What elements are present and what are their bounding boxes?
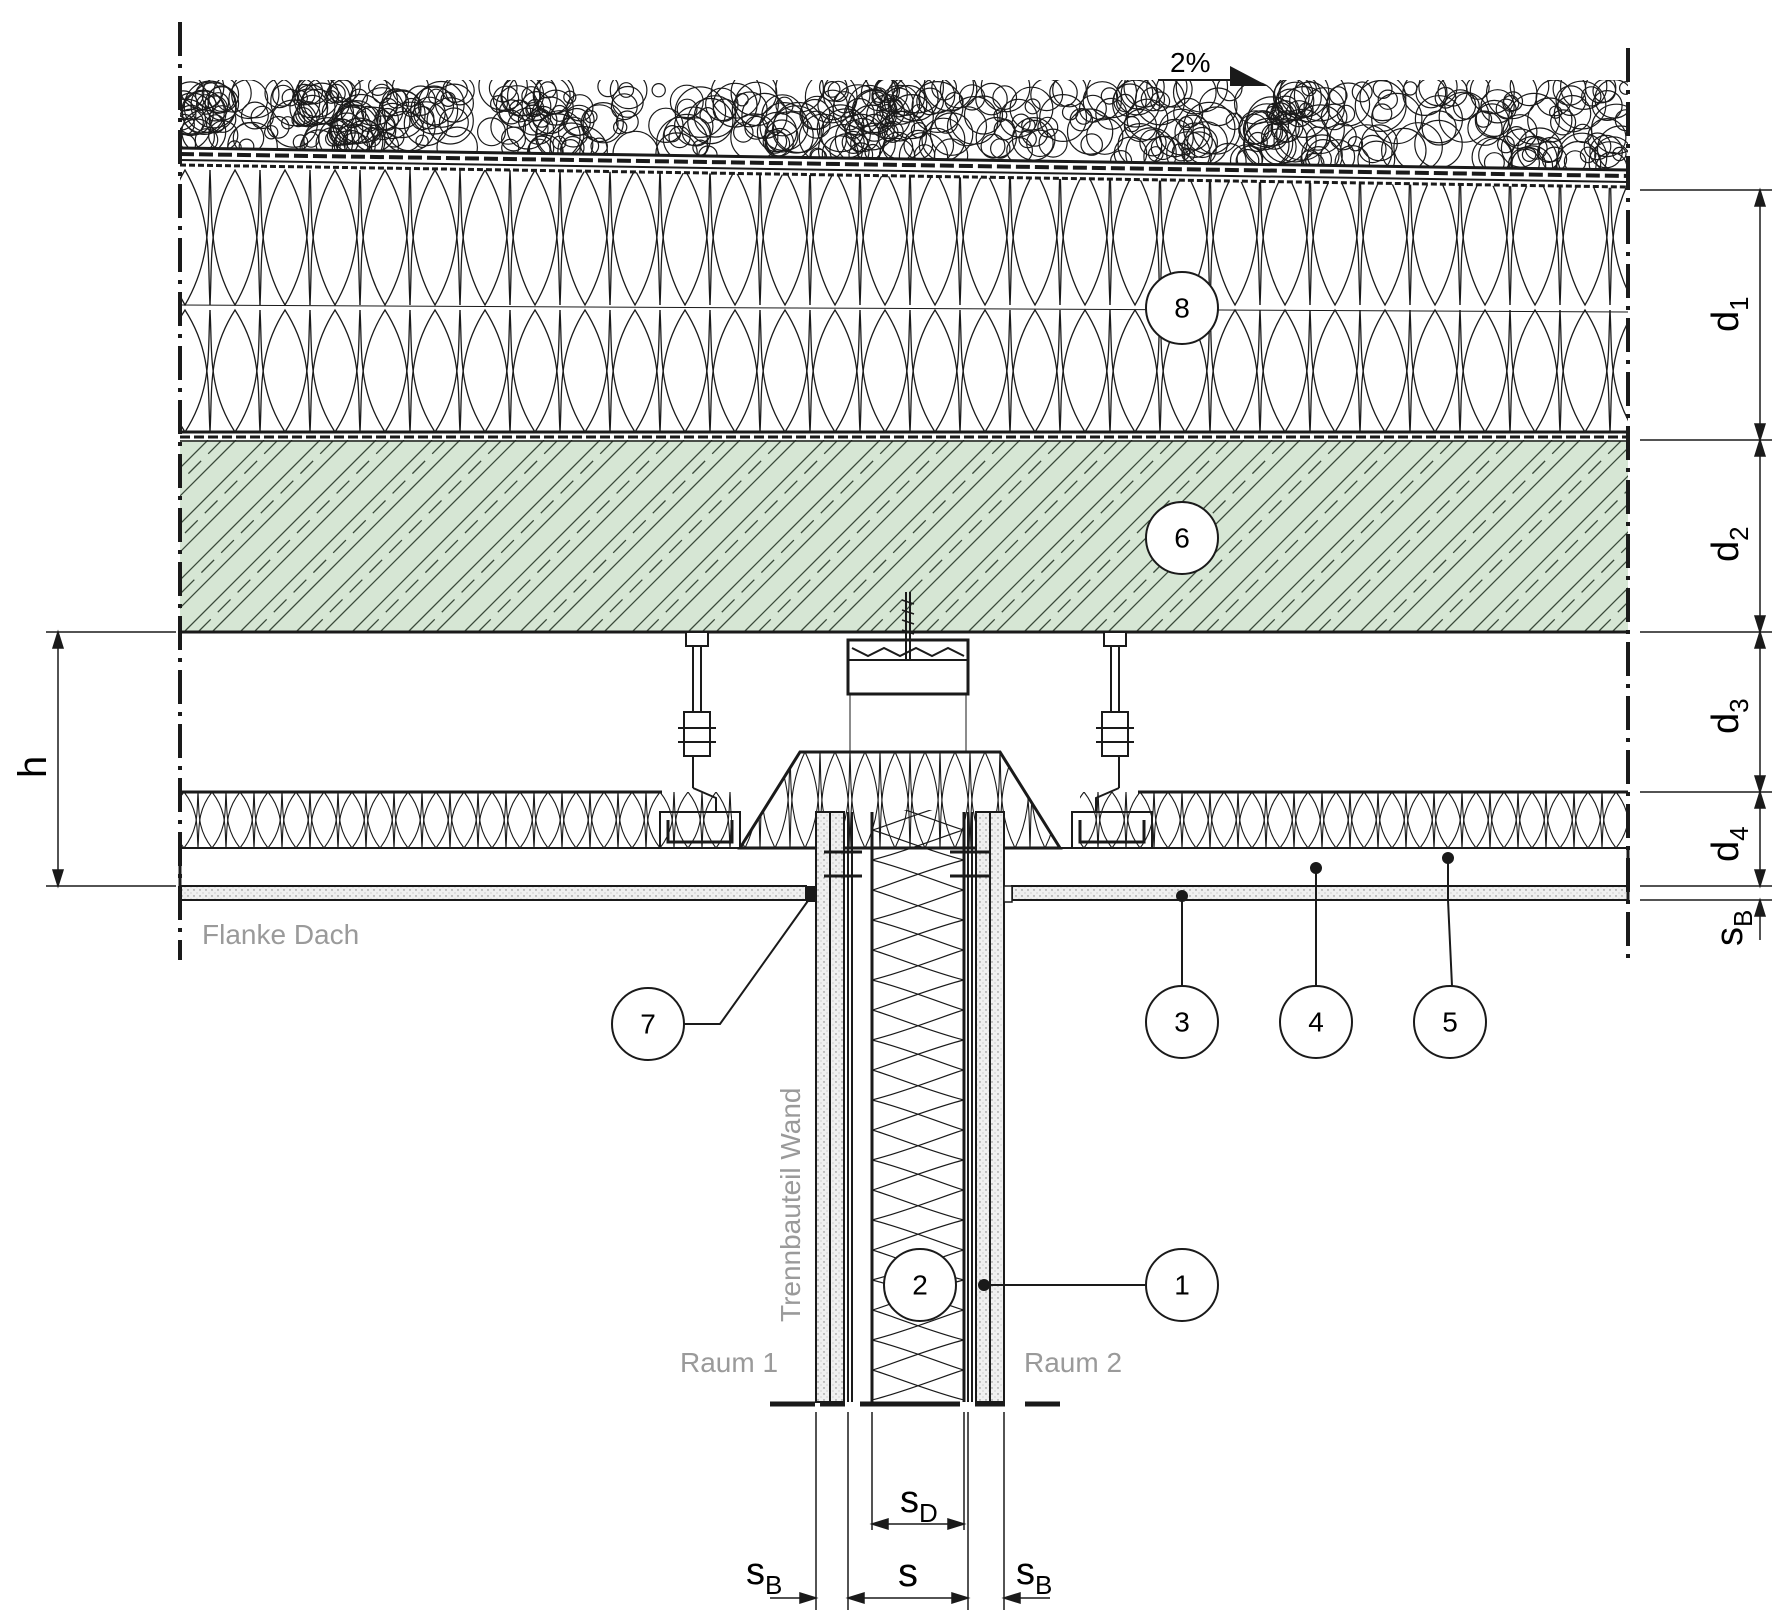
dimension-chain-right [1640, 187, 1772, 940]
dim-sb-bottom-right: sB [1016, 1551, 1052, 1600]
label-raum-1: Raum 1 [680, 1347, 778, 1378]
dimension-chain-bottom [770, 1412, 1050, 1610]
callout-1: 1 [1145, 1248, 1219, 1322]
svg-text:5: 5 [1442, 1007, 1458, 1038]
leader-lines [684, 852, 1454, 1291]
dim-sb-bottom-left: sB [746, 1551, 782, 1600]
callout-2: 2 [883, 1248, 957, 1322]
callout-4: 4 [1279, 985, 1353, 1059]
roof-insulation [179, 168, 1629, 442]
callout-7: 7 [611, 987, 685, 1061]
wall-head-insulation [737, 750, 1063, 850]
dimension-labels-right: d1 d2 d3 d4 sB [1705, 296, 1758, 946]
svg-text:7: 7 [640, 1009, 656, 1040]
label-trennbauteil-wand: Trennbauteil Wand [775, 1088, 806, 1323]
dim-d3: d3 [1705, 698, 1754, 734]
roof-membrane [179, 146, 1629, 189]
callout-8: 8 [1145, 271, 1219, 345]
svg-text:1: 1 [1174, 1270, 1190, 1301]
label-raum-2: Raum 2 [1024, 1347, 1122, 1378]
label-flanke-dach: Flanke Dach [202, 919, 359, 950]
slope-indicator: 2% [1158, 47, 1268, 86]
svg-text:6: 6 [1174, 523, 1190, 554]
dim-sd: sD [900, 1479, 938, 1528]
wall-head-profile [846, 592, 970, 752]
callout-6: 6 [1145, 501, 1219, 575]
dim-d2: d2 [1705, 526, 1754, 562]
dim-d4: d4 [1705, 826, 1754, 862]
callout-5: 5 [1413, 985, 1487, 1059]
dim-sb-right: sB [1709, 910, 1758, 946]
dim-h: h [11, 756, 55, 778]
dim-d1: d1 [1705, 296, 1754, 332]
ceiling-insulation [180, 790, 1628, 849]
svg-text:8: 8 [1174, 293, 1190, 324]
section-boundaries [178, 22, 1630, 960]
svg-text:4: 4 [1308, 1007, 1324, 1038]
slope-label: 2% [1170, 47, 1210, 78]
dimension-labels-bottom: sD s sB sB [746, 1479, 1052, 1600]
svg-text:2: 2 [912, 1270, 928, 1301]
concrete-slab [180, 440, 1628, 634]
dim-s: s [898, 1551, 918, 1595]
ceiling-hangers [659, 631, 1153, 849]
dimension-h [46, 629, 176, 889]
callout-3: 3 [1145, 985, 1219, 1059]
ceiling-boards [178, 848, 1630, 901]
svg-text:3: 3 [1174, 1007, 1190, 1038]
